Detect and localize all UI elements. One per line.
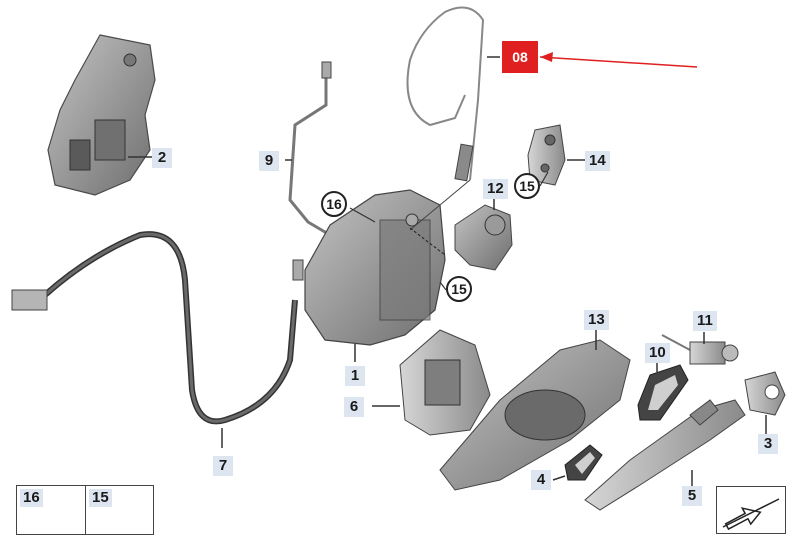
callout-fastener-16[interactable]: 16: [321, 191, 347, 217]
callout-part-10[interactable]: 10: [645, 343, 670, 363]
part-11-cylinder: [661, 334, 739, 365]
callout-part-1[interactable]: 1: [345, 366, 365, 386]
callout-part-7[interactable]: 7: [213, 456, 233, 476]
part-13-bracket: [439, 339, 631, 491]
callout-part-4[interactable]: 4: [531, 470, 551, 490]
part-7-cable: [11, 231, 304, 425]
part-12-motor: [454, 204, 513, 271]
callout-part-3[interactable]: 3: [758, 434, 778, 454]
part-2-actuator: [47, 34, 156, 196]
callout-part-13[interactable]: 13: [584, 310, 609, 330]
callout-part-2[interactable]: 2: [152, 148, 172, 168]
part-14-bracket: [527, 124, 566, 186]
callout-part-5[interactable]: 5: [682, 486, 702, 506]
highlight-badge-08[interactable]: 08: [502, 41, 538, 73]
part-9-rod: [288, 61, 332, 237]
part-1-lock: [304, 179, 471, 346]
callout-fastener-15-lock[interactable]: 15: [446, 276, 472, 302]
legend-cell-15[interactable]: 15: [85, 486, 154, 534]
part-6-carrier: [399, 329, 491, 436]
legend-cell-16[interactable]: 16: [17, 486, 85, 534]
callout-part-14[interactable]: 14: [585, 151, 610, 171]
callout-part-9[interactable]: 9: [259, 151, 279, 171]
callout-fastener-15-bracket[interactable]: 15: [514, 173, 540, 199]
part-4-gasket: [564, 444, 603, 481]
legend-number-16: 16: [20, 489, 43, 507]
part-3-cap: [744, 371, 786, 416]
part-10-gasket: [637, 364, 689, 421]
nav-arrow-button[interactable]: [716, 486, 786, 534]
arrow-icon: [722, 498, 780, 531]
cable-08: [406, 6, 485, 182]
highlight-arrow: [539, 56, 698, 68]
part-5-handle: [584, 399, 746, 511]
callout-part-12[interactable]: 12: [483, 179, 508, 199]
callout-part-6[interactable]: 6: [344, 397, 364, 417]
legend-number-15: 15: [89, 489, 112, 507]
fastener-legend: 16 15: [16, 485, 154, 535]
callout-part-11[interactable]: 11: [693, 311, 717, 331]
